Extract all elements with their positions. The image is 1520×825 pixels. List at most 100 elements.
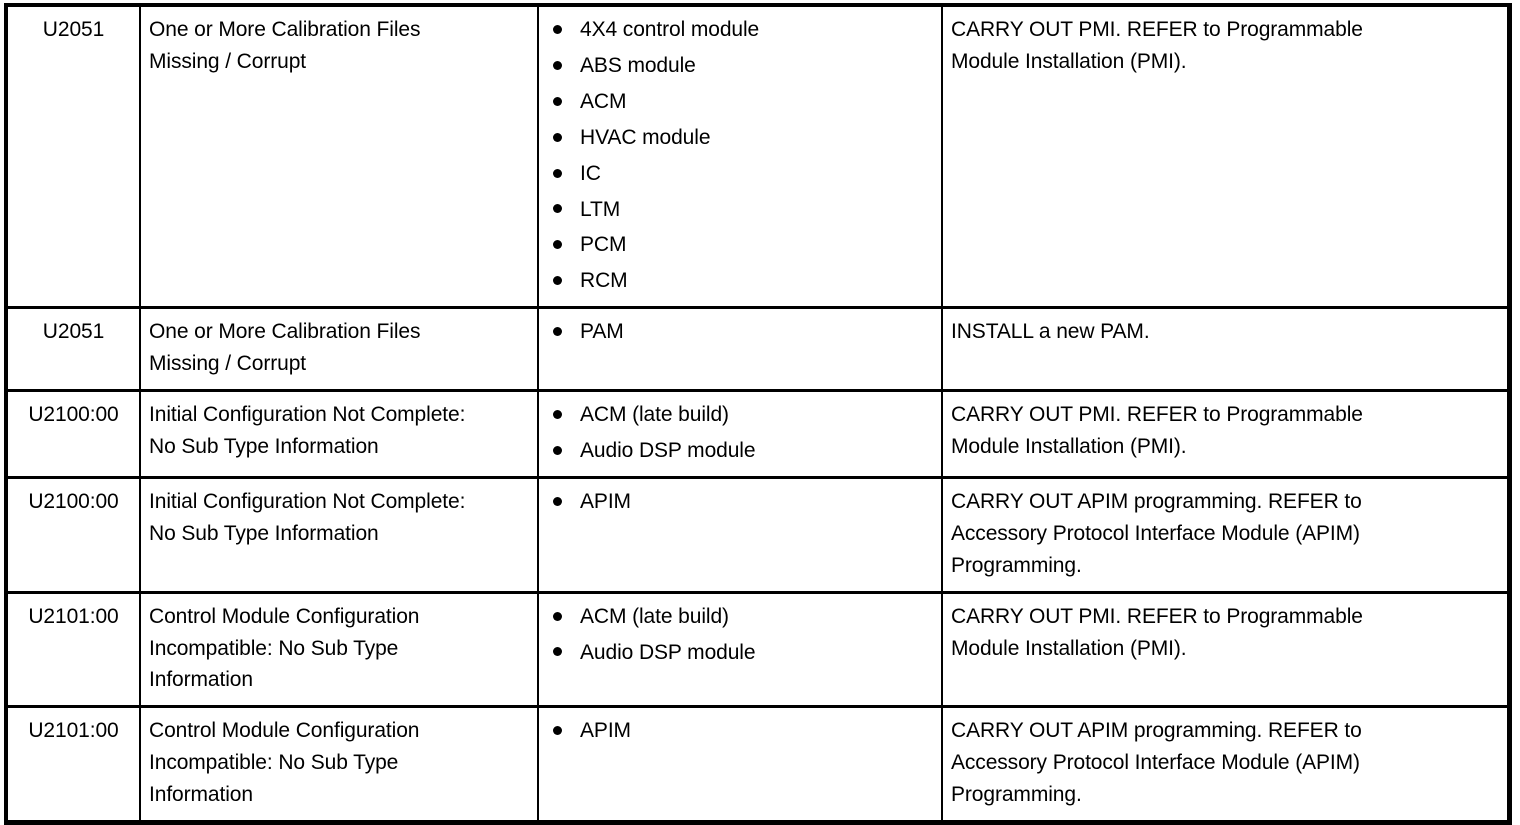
action-line: Programming. <box>951 783 1082 807</box>
module-label: APIM <box>580 489 631 513</box>
list-item: APIM <box>547 486 933 518</box>
dtc-code-text: U2051 <box>42 320 105 344</box>
affected-modules-cell: PAM <box>537 306 942 391</box>
module-label: ACM (late build) <box>580 403 729 427</box>
bullet-icon <box>553 96 562 106</box>
dtc-code-cell: U2100:00 <box>8 389 140 478</box>
list-item: Audio DSP module <box>547 435 933 467</box>
action-line: CARRY OUT PMI. REFER to Programmable <box>951 604 1363 628</box>
description-line: Initial Configuration Not Complete: <box>149 489 466 513</box>
action-line: Accessory Protocol Interface Module (API… <box>951 751 1360 775</box>
module-label: IC <box>580 161 601 185</box>
list-item: ACM <box>547 86 933 118</box>
action-line: CARRY OUT PMI. REFER to Programmable <box>951 18 1363 41</box>
list-item: APIM <box>547 715 933 747</box>
description-line: Information <box>149 668 253 692</box>
module-label: Audio DSP module <box>580 438 756 462</box>
module-label: APIM <box>580 719 631 743</box>
module-list: ACM (late build) Audio DSP module <box>547 601 933 669</box>
dtc-code-text: U2100:00 <box>28 489 119 513</box>
action-cell: INSTALL a new PAM. <box>941 306 1511 391</box>
list-item: ACM (late build) <box>547 601 933 633</box>
bullet-icon <box>553 647 562 657</box>
module-label: Audio DSP module <box>580 640 756 664</box>
list-item: Audio DSP module <box>547 637 933 669</box>
table-row: U2100:00 Initial Configuration Not Comple… <box>8 475 1511 593</box>
module-list: APIM <box>547 486 933 518</box>
bullet-icon <box>553 276 562 286</box>
action-line: CARRY OUT PMI. REFER to Programmable <box>951 403 1363 427</box>
dtc-code-cell: U2051 <box>8 7 140 308</box>
action-line: CARRY OUT APIM programming. REFER to <box>951 489 1362 513</box>
dtc-code-cell: U2051 <box>8 306 140 391</box>
module-label: ACM <box>580 89 627 113</box>
dtc-code-cell: U2100:00 <box>8 475 140 593</box>
bullet-icon <box>553 496 562 506</box>
dtc-code-cell: U2101:00 <box>8 705 140 821</box>
description-line: Information <box>149 783 253 807</box>
module-list: PAM <box>547 316 933 348</box>
action-line: Module Installation (PMI). <box>951 434 1187 458</box>
description-line: No Sub Type Information <box>149 521 379 545</box>
list-item: PAM <box>547 316 933 348</box>
action-line: Accessory Protocol Interface Module (API… <box>951 521 1360 545</box>
dtc-description-cell: Initial Configuration Not Complete: No Su… <box>139 475 538 593</box>
description-line: One or More Calibration Files <box>149 18 421 41</box>
description-line: Control Module Configuration <box>149 719 420 743</box>
description-line: Missing / Corrupt <box>149 49 307 73</box>
list-item: LTM <box>547 194 933 226</box>
module-label: ABS module <box>580 53 696 77</box>
bullet-icon <box>553 240 562 250</box>
action-cell: CARRY OUT APIM programming. REFER to Acce… <box>941 475 1511 593</box>
list-item: 4X4 control module <box>547 14 933 46</box>
bullet-icon <box>553 60 562 70</box>
list-item: ABS module <box>547 50 933 82</box>
dtc-code-cell: U2101:00 <box>8 590 140 707</box>
description-line: Missing / Corrupt <box>149 352 307 376</box>
list-item: RCM <box>547 265 933 297</box>
dtc-code-text: U2051 <box>42 18 105 41</box>
bullet-icon <box>553 445 562 455</box>
dtc-code-text: U2101:00 <box>28 604 119 628</box>
dtc-code-text: U2101:00 <box>28 719 119 743</box>
description-line: No Sub Type Information <box>149 434 379 458</box>
description-line: Incompatible: No Sub Type <box>149 636 399 660</box>
module-label: HVAC module <box>580 125 711 149</box>
list-item: IC <box>547 158 933 190</box>
action-line: Module Installation (PMI). <box>951 49 1187 73</box>
action-line: Programming. <box>951 553 1082 577</box>
module-list: APIM <box>547 715 933 747</box>
list-item: PCM <box>547 229 933 261</box>
dtc-code-text: U2100:00 <box>28 403 119 427</box>
description-line: One or More Calibration Files <box>149 320 421 344</box>
bullet-icon <box>553 132 562 142</box>
description-line: Initial Configuration Not Complete: <box>149 403 466 427</box>
module-label: ACM (late build) <box>580 604 729 628</box>
list-item: ACM (late build) <box>547 399 933 431</box>
bullet-icon <box>553 726 562 736</box>
bullet-icon <box>553 611 562 621</box>
affected-modules-cell: ACM (late build) Audio DSP module <box>537 590 942 707</box>
bullet-icon <box>553 24 562 34</box>
affected-modules-cell: APIM <box>537 705 942 821</box>
module-label: RCM <box>580 269 628 293</box>
bullet-icon <box>553 204 562 214</box>
affected-modules-cell: ACM (late build) Audio DSP module <box>537 389 942 478</box>
module-label: PCM <box>580 233 627 257</box>
